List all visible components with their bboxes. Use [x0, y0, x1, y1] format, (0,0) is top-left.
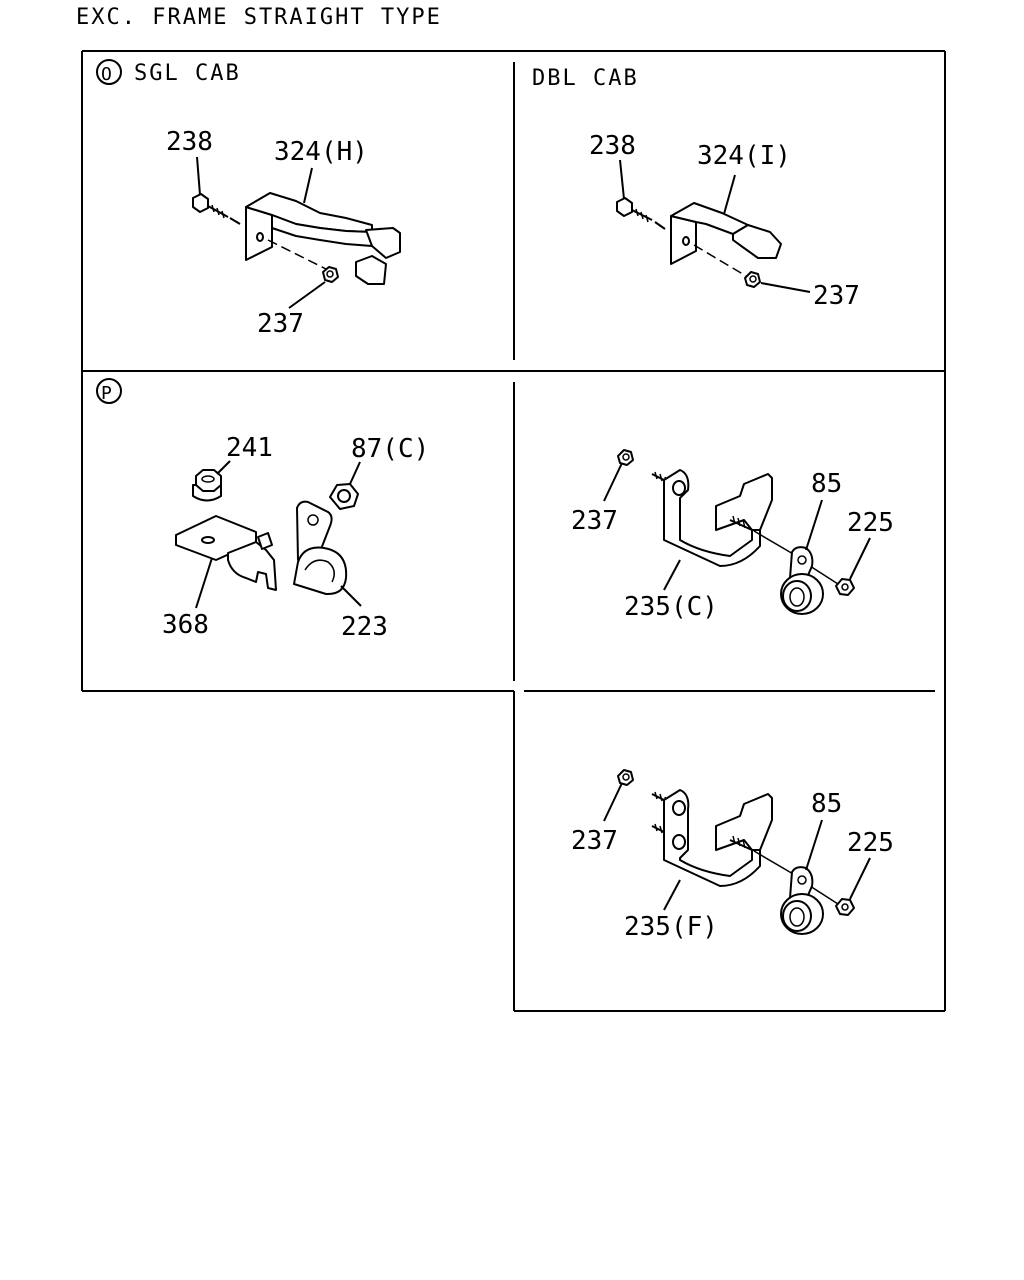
panel-sgl-cab: O SGL CAB 238	[96, 59, 401, 339]
label-368: 368	[162, 610, 209, 640]
label-324i: 324(I)	[697, 141, 791, 171]
nut-225-pr-part	[835, 578, 855, 596]
nut-237-part	[322, 266, 339, 283]
bracket-324i-part	[670, 202, 782, 265]
nut-225-pb-part	[835, 898, 855, 916]
label-238: 238	[166, 127, 213, 157]
label-241: 241	[226, 433, 273, 463]
bracket-235f-part	[663, 789, 773, 887]
label-225-pb: 225	[847, 828, 894, 858]
panel-p-left: P 241	[96, 378, 429, 642]
label-85-pb: 85	[811, 789, 842, 819]
label-237-dbl: 237	[813, 281, 860, 311]
label-225-pr: 225	[847, 508, 894, 538]
marker-o: O	[96, 59, 122, 85]
label-85-pr: 85	[811, 469, 842, 499]
bracket-235c-part	[663, 469, 773, 567]
clip-85-pr-part	[780, 546, 824, 615]
panel-dbl-cab: DBL CAB 238 324(I) 237	[532, 66, 860, 311]
sgl-cab-heading: SGL CAB	[134, 61, 241, 86]
bolt-238-part	[192, 193, 241, 225]
panel-frame	[81, 50, 946, 1012]
label-238-dbl: 238	[589, 131, 636, 161]
dbl-cab-heading: DBL CAB	[532, 66, 639, 91]
nut-237-pr-part	[617, 449, 634, 466]
clip-223-part	[293, 500, 348, 596]
nut-237-dbl-part	[744, 271, 761, 288]
bolt-238-dbl-part	[616, 197, 666, 230]
bracket-324h-part	[245, 192, 401, 285]
panel-p-bottom: 237 85 225 235(F)	[571, 769, 894, 942]
label-223: 223	[341, 612, 388, 642]
label-237: 237	[257, 309, 304, 339]
diagram-title: EXC. FRAME STRAIGHT TYPE	[76, 5, 442, 30]
label-87c: 87(C)	[351, 434, 429, 464]
svg-text:O: O	[101, 64, 112, 85]
nut-237-pb-part	[617, 769, 634, 786]
clip-85-pb-part	[780, 866, 824, 935]
label-237-pb: 237	[571, 826, 618, 856]
marker-p: P	[96, 378, 122, 404]
grommet-87c-part	[329, 483, 359, 510]
label-237-pr: 237	[571, 506, 618, 536]
label-235f: 235(F)	[624, 912, 718, 942]
nut-241-part	[192, 469, 222, 502]
bracket-368-part	[175, 515, 277, 591]
label-235c: 235(C)	[624, 592, 718, 622]
label-324h: 324(H)	[274, 137, 368, 167]
svg-text:P: P	[101, 383, 112, 404]
panel-p-right: 237 85 225 235(C)	[571, 449, 894, 622]
